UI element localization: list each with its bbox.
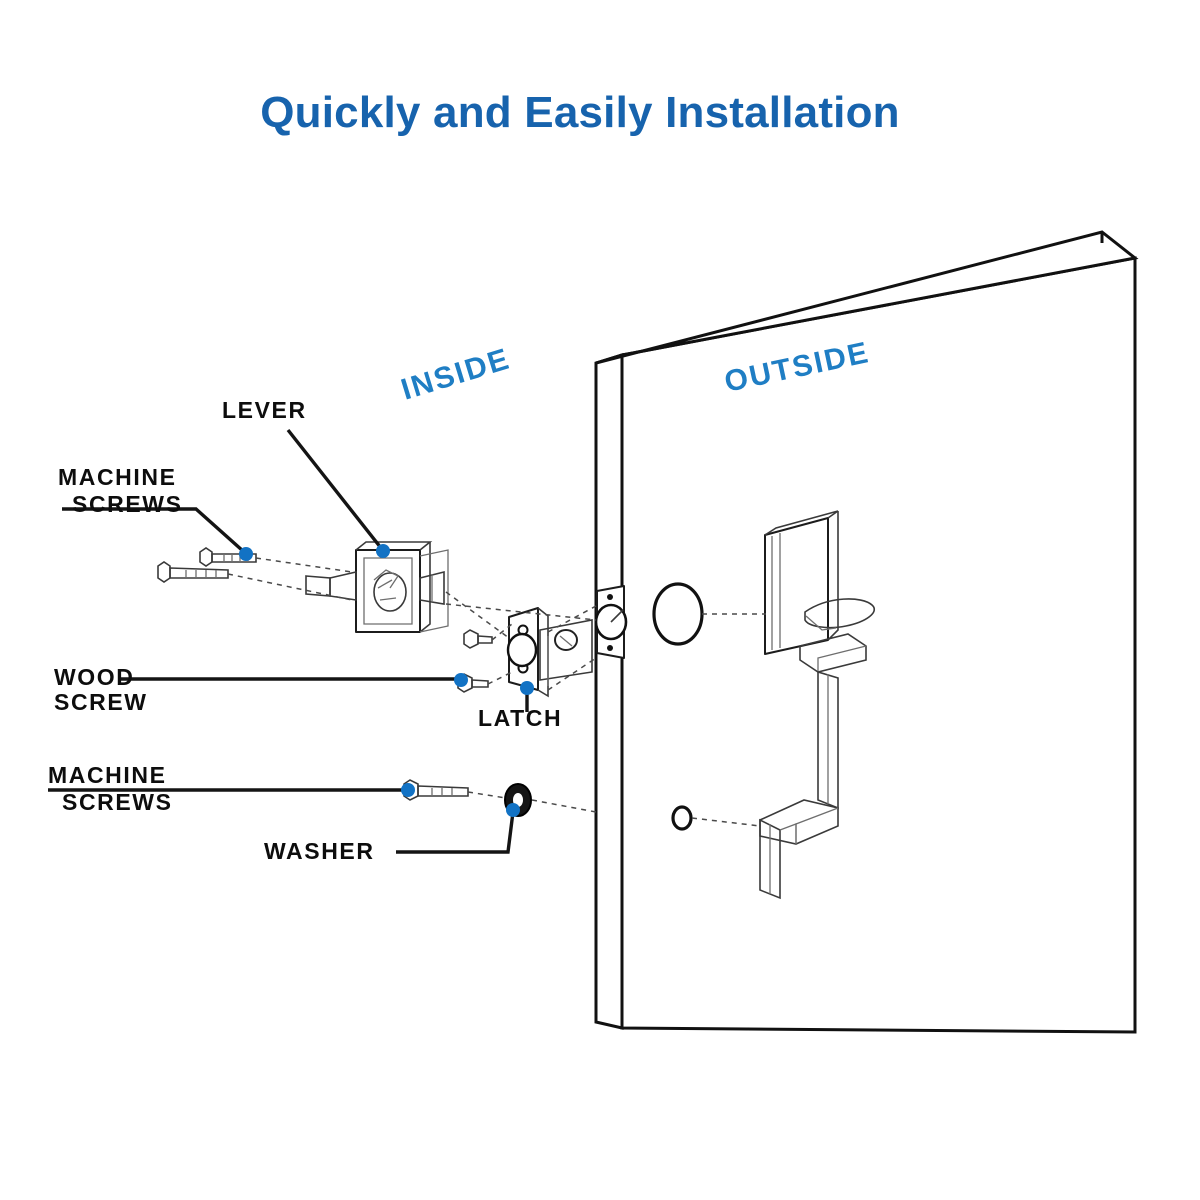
leader-dot-machine-screws-bottom [401,783,415,797]
latch-assembly [506,607,593,698]
leader-dot-machine-screws-top [239,547,253,561]
align-line-lower-hole [691,817,761,827]
label-wood-screw-line2: SCREW [54,689,148,715]
outside-handle [759,510,875,900]
leader-dot-latch [520,681,534,695]
align-line-screw-upper [255,557,353,573]
label-machine-screws-top-line1: MACHINE [58,464,177,490]
leader-dot-washer [506,803,520,817]
leader-lines [48,428,534,854]
label-wood-screw-line1: WOOD [54,664,135,690]
door-bore-hole [652,582,704,646]
align-line-spindle [445,591,510,639]
inside-lever-assembly [305,541,449,633]
align-line-bottom-screw [467,791,507,799]
align-line-wood-screw-lower [487,671,513,685]
leader-dot-wood-screw [454,673,468,687]
label-inside: INSIDE [397,342,514,406]
door-lower-hole [671,805,693,831]
label-machine-screws-top-line2: SCREWS [72,491,183,517]
align-line-wood-screw-upper [491,623,513,641]
door-edge-latch-bore [594,585,628,659]
machine-screw-lower [157,561,229,583]
machine-screw-bottom [403,779,469,801]
label-machine-screws-bottom-line1: MACHINE [48,762,167,788]
label-lever: LEVER [222,397,307,423]
align-line-washer [531,799,597,813]
wood-screw-upper [463,629,493,649]
label-machine-screws-bottom-line2: SCREWS [62,789,173,815]
label-washer: WASHER [264,838,375,864]
leader-dot-lever [376,544,390,558]
page-title: Quickly and Easily Installation [260,88,900,137]
label-latch: LATCH [478,705,562,731]
door-panel [594,230,1139,1034]
align-line-screw-lower [227,573,353,601]
align-line-latch-bottom [547,657,597,691]
